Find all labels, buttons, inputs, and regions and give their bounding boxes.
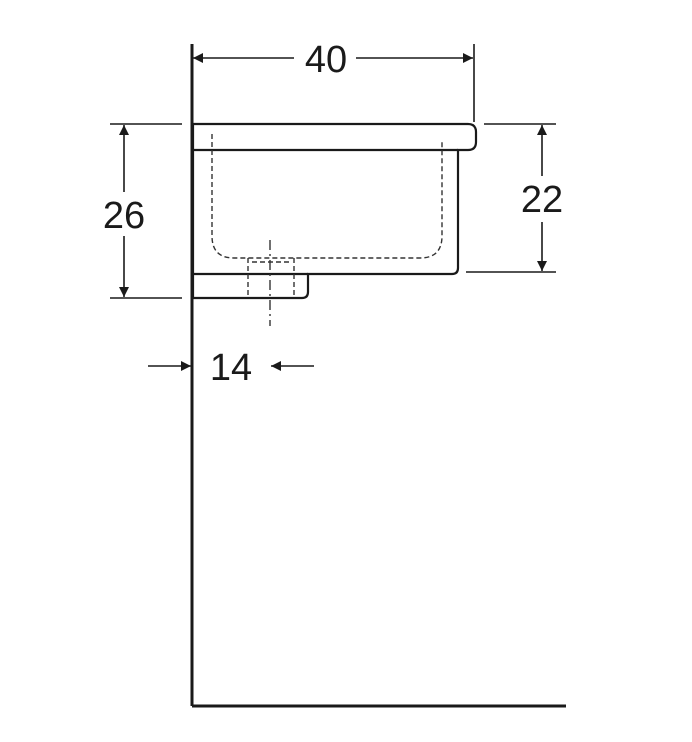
basin-height-label: 22 [521,179,563,221]
dimension-overall-height [110,123,182,299]
overall-height-label: 26 [103,195,145,237]
basin-outline [191,122,478,300]
wall-to-drain-label: 14 [210,347,252,389]
drain-outlet-dashed [247,258,295,298]
dimension-basin-height [466,123,556,273]
width-label: 40 [305,39,347,81]
basin-hidden-lines [211,134,443,326]
basin-profile [191,122,478,300]
dimension-width [193,44,475,122]
